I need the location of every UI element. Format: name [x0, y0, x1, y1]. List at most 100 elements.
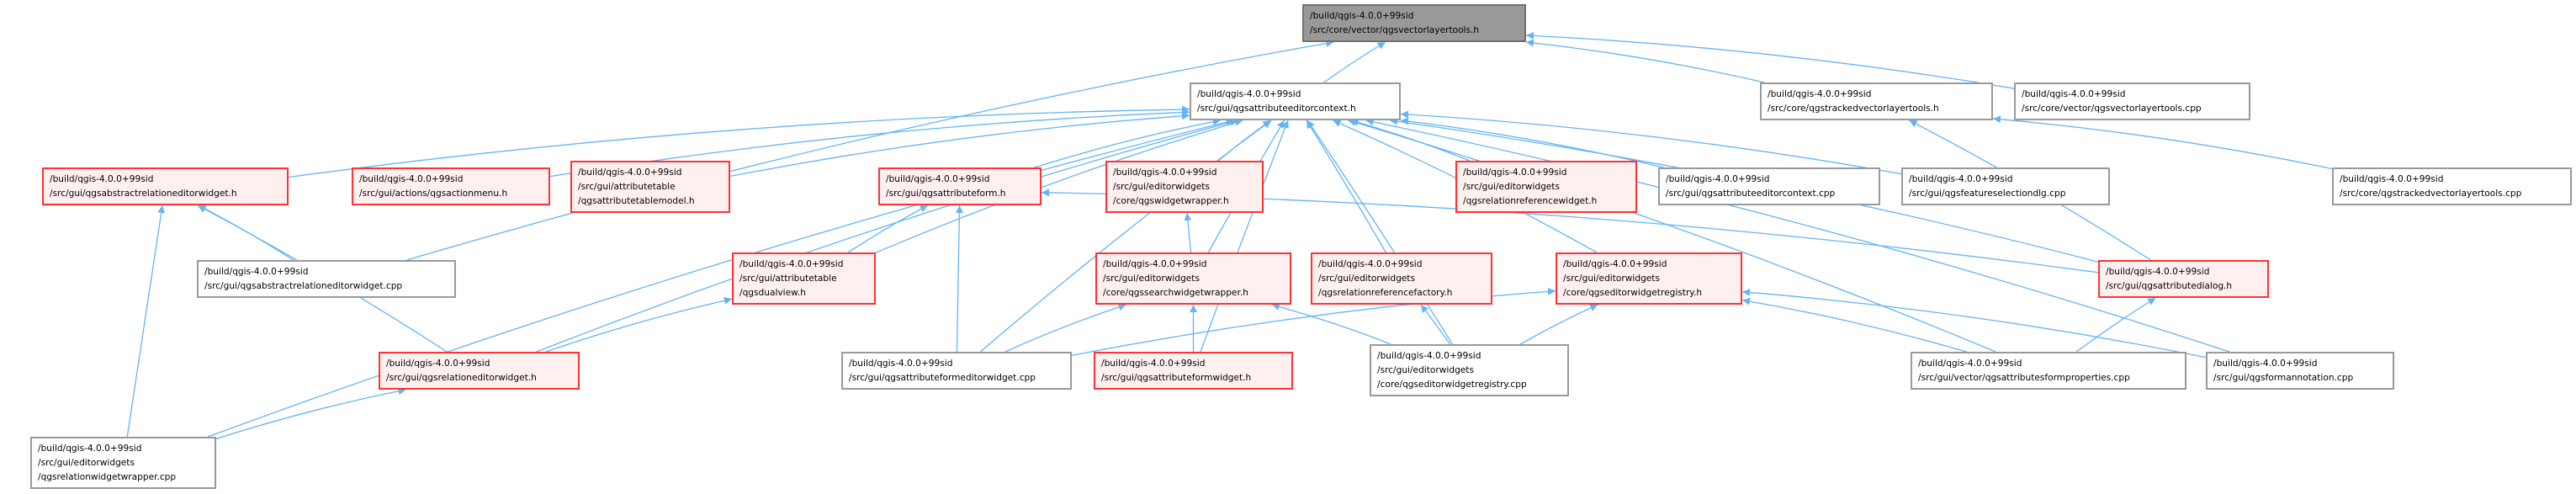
graph-node-relreffactory-h[interactable]: /build/qgis-4.0.0+99sid/src/gui/editorwi… — [1311, 252, 1492, 305]
graph-node-formprops-cpp[interactable]: /build/qgis-4.0.0+99sid/src/gui/vector/q… — [1911, 352, 2186, 390]
include-edge-ewreg-cpp-to-searchww-h — [1271, 303, 1391, 345]
graph-node-absrel-h[interactable]: /build/qgis-4.0.0+99sid/src/gui/qgsabstr… — [42, 167, 289, 205]
graph-node-tracked-h[interactable]: /build/qgis-4.0.0+99sid/src/core/qgstrac… — [1760, 82, 1993, 120]
node-label-line: /src/gui/editorwidgets — [38, 458, 135, 468]
include-edge-formprops-cpp-to-ewreg-h — [1741, 297, 1967, 353]
graph-node-attrdialog-h[interactable]: /build/qgis-4.0.0+99sid/src/gui/qgsattri… — [2098, 260, 2269, 298]
node-label-line: /build/qgis-4.0.0+99sid — [1113, 167, 1217, 178]
node-label-line: /src/core/vector/qgsvectorlayertools.cpp — [2022, 104, 2202, 114]
node-label-line: /src/core/vector/qgsvectorlayertools.h — [1310, 25, 1480, 35]
graph-node-featsel-cpp[interactable]: /build/qgis-4.0.0+99sid/src/gui/qgsfeatu… — [1901, 167, 2110, 205]
graph-node-attrform-h[interactable]: /build/qgis-4.0.0+99sid/src/gui/qgsattri… — [878, 167, 1042, 205]
node-label-line: /src/gui/qgsattributeform.h — [886, 189, 1006, 199]
graph-node-dualview-h[interactable]: /build/qgis-4.0.0+99sid/src/gui/attribut… — [732, 252, 876, 305]
graph-node-actionmenu-h[interactable]: /build/qgis-4.0.0+99sid/src/gui/actions/… — [352, 167, 550, 205]
node-label-line: /src/gui/qgsfeatureselectiondlg.cpp — [1909, 189, 2066, 199]
node-label-line: /build/qgis-4.0.0+99sid — [1463, 167, 1567, 178]
node-label-line: /core/qgswidgetwrapper.h — [1113, 196, 1229, 206]
graph-node-absrel-cpp[interactable]: /build/qgis-4.0.0+99sid/src/gui/qgsabstr… — [197, 260, 456, 298]
node-label-line: /src/gui/qgsattributeformwidget.h — [1101, 373, 1252, 383]
include-edge-formwidget-h-to-ctx-h — [1200, 120, 1289, 353]
node-label-line: /src/gui/qgsabstractrelationeditorwidget… — [204, 281, 403, 291]
node-label-line: /build/qgis-4.0.0+99sid — [2213, 359, 2318, 369]
include-edge-attrform-h-to-ctx-h — [1034, 118, 1221, 168]
node-label-line: /build/qgis-4.0.0+99sid — [386, 359, 490, 369]
node-label-line: /qgsrelationreferencewidget.h — [1463, 196, 1598, 206]
graph-node-formeditorwidget-cpp[interactable]: /build/qgis-4.0.0+99sid/src/gui/qgsattri… — [841, 352, 1072, 390]
node-label-line: /qgsattributetablemodel.h — [578, 196, 695, 206]
node-label-line: /build/qgis-4.0.0+99sid — [1103, 259, 1207, 269]
include-edge-absrel-cpp-to-vlt-h — [406, 40, 1334, 261]
include-edge-vlt-cpp-to-vlt-h — [1525, 31, 2015, 89]
node-label-line: /src/gui/qgsabstractrelationeditorwidget… — [50, 189, 237, 199]
node-label-line: /src/core/qgstrackedvectorlayertools.h — [1768, 104, 1939, 114]
include-edge-relreffactory-h-to-ctx-h — [1306, 120, 1386, 253]
node-label-line: /src/gui/qgsattributeeditorcontext.cpp — [1666, 189, 1836, 199]
include-edge-relwrapper-cpp-to-releditor-h — [215, 387, 406, 440]
graph-node-ctx-cpp[interactable]: /build/qgis-4.0.0+99sid/src/gui/qgsattri… — [1658, 167, 1880, 205]
graph-node-releditor-h[interactable]: /build/qgis-4.0.0+99sid/src/gui/qgsrelat… — [379, 352, 580, 390]
include-edge-tablemodel-h-to-ctx-h — [729, 112, 1190, 178]
node-label-line: /src/gui/qgsattributedialog.h — [2106, 281, 2233, 291]
node-label-line: /build/qgis-4.0.0+99sid — [1666, 174, 1770, 184]
include-edge-tracked-cpp-to-tracked-h — [1992, 115, 2333, 170]
node-label-line: /core/qgssearchwidgetwrapper.h — [1103, 288, 1248, 298]
graph-node-relrefwidget-h[interactable]: /build/qgis-4.0.0+99sid/src/gui/editorwi… — [1455, 161, 1637, 213]
include-edge-ctx-h-to-vlt-h — [1323, 41, 1386, 83]
node-label-line: /src/gui/actions/qgsactionmenu.h — [359, 189, 508, 199]
node-label-line: /core/qgseditorwidgetregistry.cpp — [1377, 380, 1527, 390]
node-label-line: /build/qgis-4.0.0+99sid — [2106, 267, 2210, 277]
node-label-line: /core/qgseditorwidgetregistry.h — [1563, 288, 1703, 298]
include-edge-featsel-cpp-to-ctx-h — [1400, 110, 1902, 175]
graph-node-tracked-cpp[interactable]: /build/qgis-4.0.0+99sid/src/core/qgstrac… — [2332, 167, 2572, 205]
graph-node-ewreg-h[interactable]: /build/qgis-4.0.0+99sid/src/gui/editorwi… — [1556, 252, 1742, 305]
include-edge-formprops-cpp-to-ctx-h — [1348, 119, 1996, 353]
include-edge-releditor-h-to-dualview-h — [545, 296, 733, 353]
include-edge-ewreg-cpp-to-relreffactory-h — [1420, 304, 1451, 345]
node-label-line: /src/gui/attributetable — [739, 274, 837, 284]
graph-node-widgetwrapper-h[interactable]: /build/qgis-4.0.0+99sid/src/gui/editorwi… — [1105, 161, 1264, 213]
include-edge-formeditorwidget-cpp-to-ctx-h — [979, 120, 1272, 353]
node-label-line: /build/qgis-4.0.0+99sid — [2340, 174, 2444, 184]
node-label-line: /src/gui/editorwidgets — [1463, 182, 1560, 192]
graph-node-ctx-h[interactable]: /build/qgis-4.0.0+99sid/src/gui/qgsattri… — [1190, 82, 1401, 120]
node-label-line: /build/qgis-4.0.0+99sid — [38, 444, 142, 454]
graph-node-formwidget-h[interactable]: /build/qgis-4.0.0+99sid/src/gui/qgsattri… — [1094, 352, 1293, 390]
node-label-line: /build/qgis-4.0.0+99sid — [2022, 89, 2126, 99]
node-label-line: /build/qgis-4.0.0+99sid — [849, 359, 953, 369]
node-label-line: /src/gui/qgsformannotation.cpp — [2213, 373, 2354, 383]
node-label-line: /build/qgis-4.0.0+99sid — [1197, 89, 1301, 99]
node-label-line: /build/qgis-4.0.0+99sid — [1101, 359, 1206, 369]
node-label-line: /src/gui/qgsattributeeditorcontext.h — [1197, 104, 1356, 114]
graph-node-vlt-cpp[interactable]: /build/qgis-4.0.0+99sid/src/core/vector/… — [2014, 82, 2250, 120]
include-edge-relwrapper-cpp-to-absrel-h — [126, 205, 166, 438]
include-edge-formeditorwidget-cpp-to-searchww-h — [1004, 303, 1127, 353]
include-edge-searchww-h-to-widgetwrapper-h — [1184, 212, 1192, 253]
graph-node-formannotation-cpp[interactable]: /build/qgis-4.0.0+99sid/src/gui/qgsforma… — [2206, 352, 2394, 390]
include-edge-formannotation-cpp-to-ctx-h — [1365, 118, 2230, 353]
graph-node-ewreg-cpp[interactable]: /build/qgis-4.0.0+99sid/src/gui/editorwi… — [1370, 344, 1569, 396]
node-label-line: /build/qgis-4.0.0+99sid — [1768, 89, 1872, 99]
graph-node-vlt-h[interactable]: /build/qgis-4.0.0+99sid/src/core/vector/… — [1302, 4, 1526, 42]
graph-node-searchww-h[interactable]: /build/qgis-4.0.0+99sid/src/gui/editorwi… — [1095, 252, 1291, 305]
include-edge-formannotation-cpp-to-ewreg-h — [1741, 288, 2207, 359]
node-label-line: /build/qgis-4.0.0+99sid — [578, 167, 682, 178]
graph-node-relwrapper-cpp[interactable]: /build/qgis-4.0.0+99sid/src/gui/editorwi… — [30, 437, 216, 489]
node-label-line: /src/gui/editorwidgets — [1103, 274, 1200, 284]
node-label-line: /build/qgis-4.0.0+99sid — [1918, 359, 2022, 369]
node-label-line: /build/qgis-4.0.0+99sid — [1909, 174, 2013, 184]
include-edge-ctx-cpp-to-ctx-h — [1400, 117, 1664, 168]
include-edge-ewreg-cpp-to-ewreg-h — [1519, 304, 1598, 345]
include-edge-ewreg-cpp-to-ctx-h — [1307, 120, 1453, 345]
node-label-line: /qgsdualview.h — [739, 288, 806, 298]
node-label-line: /build/qgis-4.0.0+99sid — [50, 174, 154, 184]
node-label-line: /src/gui/editorwidgets — [1318, 274, 1415, 284]
node-label-line: /src/gui/editorwidgets — [1377, 365, 1474, 375]
graph-node-tablemodel-h[interactable]: /build/qgis-4.0.0+99sid/src/gui/attribut… — [570, 161, 730, 213]
include-edge-relwrapper-cpp-to-ctx-h — [207, 118, 1234, 438]
node-label-line: /src/gui/editorwidgets — [1563, 274, 1660, 284]
include-edge-formeditorwidget-cpp-to-attrform-h — [955, 205, 963, 353]
node-label-line: /src/gui/qgsrelationeditorwidget.h — [386, 373, 537, 383]
node-label-line: /src/gui/vector/qgsattributesformpropert… — [1918, 373, 2130, 383]
